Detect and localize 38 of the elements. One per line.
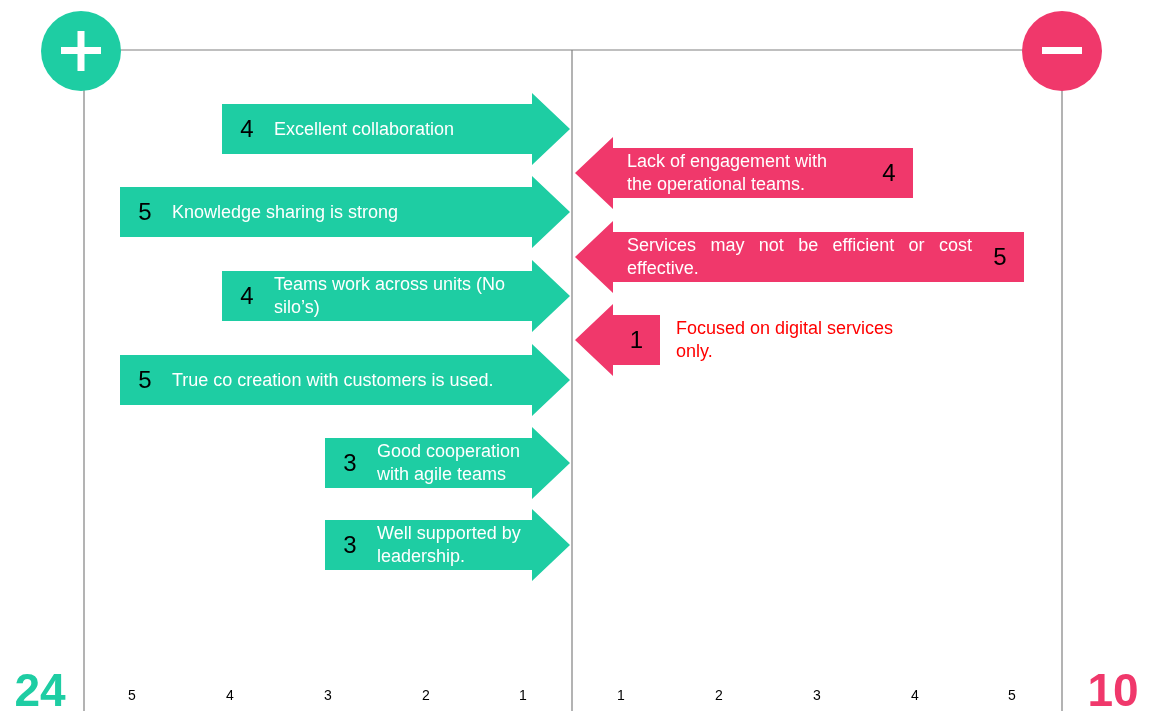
scale-number: 3 (324, 688, 332, 702)
factor-text: Good cooperation with agile teams (377, 440, 522, 486)
scale-number: 4 (226, 688, 234, 702)
scale-number: 5 (128, 688, 136, 702)
factor-text: Focused on digital services only. (676, 317, 895, 363)
score-banner (575, 221, 1024, 293)
total-score: 24 (14, 667, 66, 711)
scale-number: 5 (1008, 688, 1016, 702)
score-number: 5 (993, 245, 1007, 269)
factor-text: Lack of engagement with the operational teams. (627, 150, 829, 196)
score-number: 4 (240, 117, 254, 141)
factor-text: Well supported by leadership. (377, 522, 522, 568)
scale-number: 2 (422, 688, 430, 702)
factor-text: Excellent collaboration (274, 117, 456, 141)
score-banner (325, 509, 570, 581)
scale-number: 4 (911, 688, 919, 702)
factor-text: Services may not be efficient or cost effective. (627, 234, 972, 280)
score-number: 5 (138, 200, 152, 224)
factor-text: Teams work across units (No silo’s) (274, 273, 507, 319)
scale-number: 2 (715, 688, 723, 702)
total-score: 10 (1087, 667, 1139, 711)
score-banner (325, 427, 570, 499)
score-banner (222, 93, 570, 165)
score-number: 4 (882, 161, 896, 185)
score-banner (222, 260, 570, 332)
score-number: 3 (343, 451, 357, 475)
factor-text: True co creation with customers is used. (172, 368, 495, 392)
score-number: 1 (629, 328, 644, 352)
score-number: 3 (343, 533, 357, 557)
scale-number: 1 (617, 688, 625, 702)
scale-number: 1 (519, 688, 527, 702)
score-banner (120, 176, 570, 248)
score-banner (575, 137, 913, 209)
scale-number: 3 (813, 688, 821, 702)
score-number: 4 (240, 284, 254, 308)
factor-text: Knowledge sharing is strong (172, 200, 400, 224)
score-banner (120, 344, 570, 416)
score-number: 5 (138, 368, 152, 392)
